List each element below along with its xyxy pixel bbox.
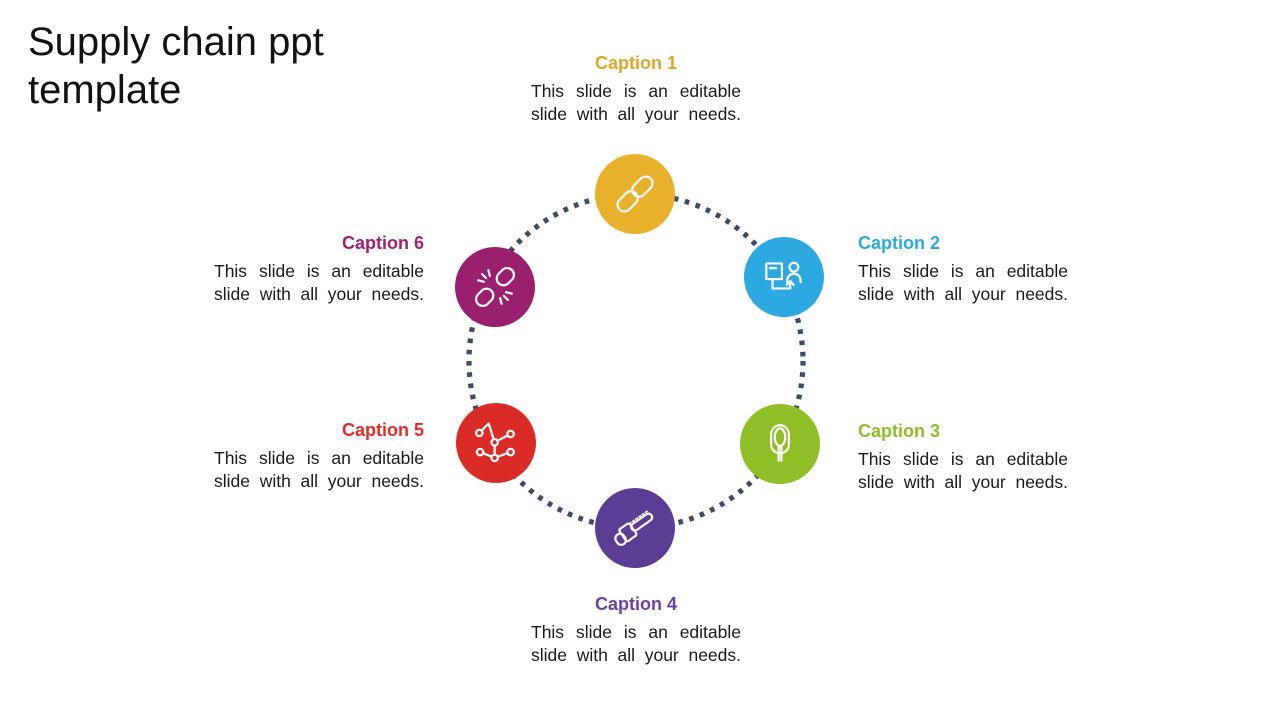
tree-icon [770, 424, 790, 462]
caption-body-3: This slide is an editable slide with all… [858, 449, 1068, 492]
caption-title-1: Caption 1 [594, 53, 677, 73]
node-circle-5 [456, 403, 536, 483]
caption-body-1: This slide is an editable slide with all… [531, 81, 741, 124]
caption-block-5: Caption 5 This slide is an editable slid… [214, 419, 424, 493]
caption-block-4: Caption 4 This slide is an editable slid… [531, 593, 741, 667]
caption-body-6: This slide is an editable slide with all… [214, 261, 424, 304]
caption-body-2: This slide is an editable slide with all… [858, 261, 1068, 304]
slide-title: Supply chain ppt template [28, 20, 324, 112]
node-circle-4 [595, 488, 675, 568]
caption-title-2: Caption 2 [858, 233, 941, 253]
caption-block-3: Caption 3 This slide is an editable slid… [858, 420, 1068, 494]
chain-link-icon [616, 175, 654, 213]
caption-block-6: Caption 6 This slide is an editable slid… [214, 232, 424, 306]
broken-chain-icon [474, 266, 516, 308]
caption-title-4: Caption 4 [594, 594, 677, 614]
caption-body-5: This slide is an editable slide with all… [214, 448, 424, 491]
caption-body-4: This slide is an editable slide with all… [531, 622, 741, 665]
node-circle-2 [744, 237, 824, 317]
box-to-person-icon [765, 261, 802, 290]
caption-block-2: Caption 2 This slide is an editable slid… [858, 232, 1068, 306]
caption-title-6: Caption 6 [341, 233, 424, 253]
caption-block-1: Caption 1 This slide is an editable slid… [531, 52, 741, 126]
caption-title-5: Caption 5 [341, 420, 424, 440]
network-nodes-icon [475, 422, 515, 463]
dotted-circle-path [466, 191, 806, 531]
node-circle-3 [740, 404, 820, 484]
chainsaw-icon [614, 510, 654, 546]
node-circle-6 [455, 247, 535, 327]
caption-title-3: Caption 3 [858, 421, 941, 441]
node-circle-1 [595, 154, 675, 234]
